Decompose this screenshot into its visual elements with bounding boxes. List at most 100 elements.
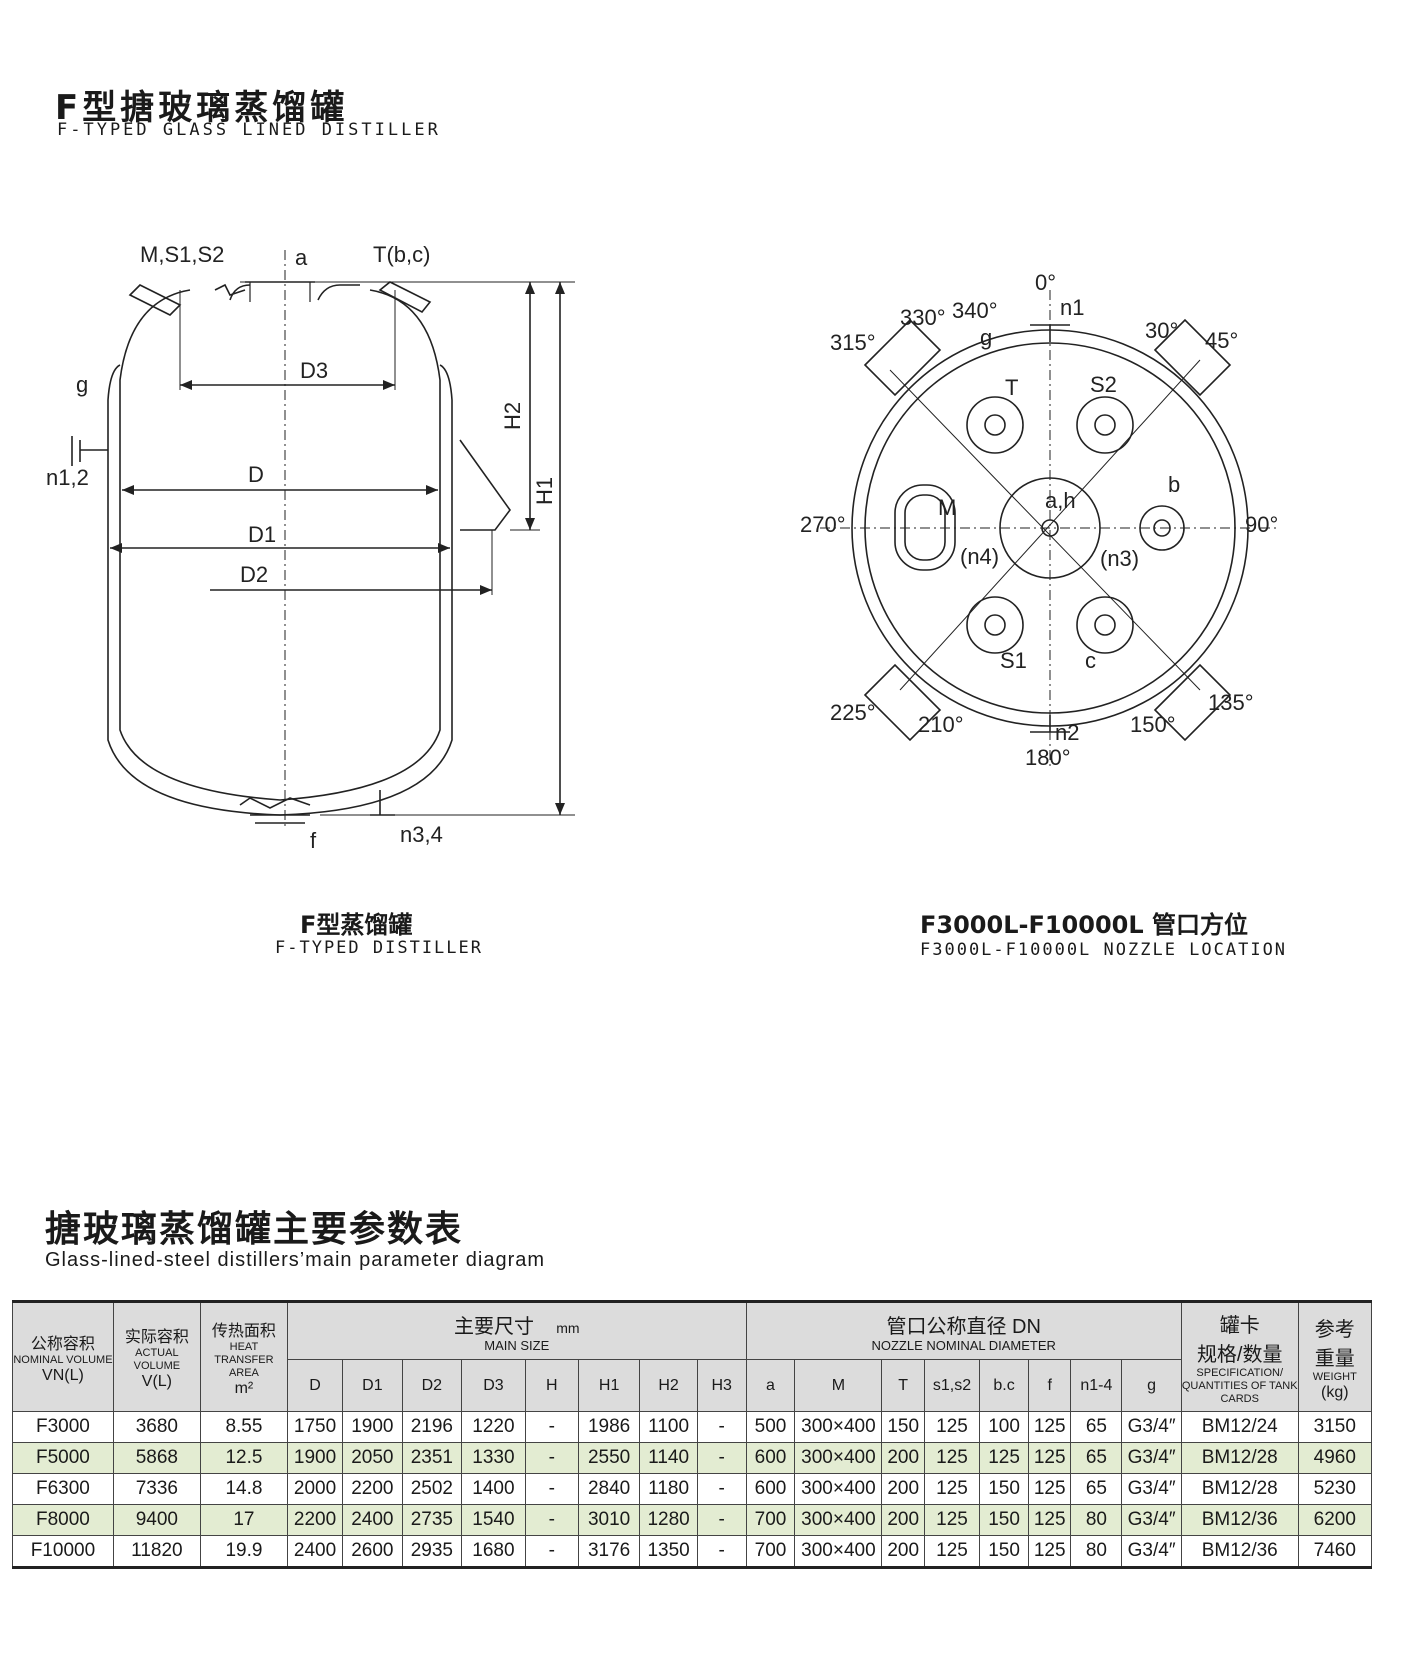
table-cell: 200 — [881, 1504, 925, 1536]
table-cell: 2550 — [577, 1442, 641, 1474]
table-cell: 7336 — [112, 1473, 201, 1505]
label-h1: H1 — [532, 477, 557, 505]
subheader-size-7: H3 — [696, 1359, 747, 1412]
subheader-nozzle-4: b.c — [979, 1359, 1029, 1412]
table-cell: 2200 — [286, 1504, 344, 1536]
table-cell: 125 — [923, 1411, 981, 1443]
table-cell: 3680 — [112, 1411, 201, 1443]
label-d3: D3 — [300, 358, 328, 383]
header-main-size: 主要尺寸 mm MAIN SIZE — [286, 1301, 747, 1360]
table-cell: 300×400 — [794, 1535, 883, 1568]
table-cell: 5868 — [112, 1442, 201, 1474]
table-cell: G3/4″ — [1121, 1473, 1182, 1505]
jacket-outline — [107, 400, 453, 816]
subheader-size-5: H1 — [577, 1359, 641, 1412]
table-cell: BM12/28 — [1180, 1473, 1299, 1505]
table-cell: BM12/36 — [1180, 1504, 1299, 1536]
label-deg0: 0° — [1035, 270, 1056, 295]
table-title-en: Glass-lined-steel distillers’main parame… — [45, 1249, 546, 1271]
table-cell: BM12/24 — [1180, 1411, 1299, 1443]
table-cell: - — [696, 1473, 747, 1505]
header-weight: 参考 重量 WEIGHT (kg) — [1297, 1301, 1373, 1412]
label-f: f — [310, 828, 317, 853]
table-cell: 1750 — [286, 1411, 344, 1443]
label-n34: n3,4 — [400, 822, 443, 847]
table-cell: 1986 — [577, 1411, 641, 1443]
table-cell: 125 — [979, 1442, 1029, 1474]
subheader-nozzle-2: T — [881, 1359, 925, 1412]
table-cell: 1330 — [461, 1442, 526, 1474]
nozzle-s1-circle — [966, 596, 1024, 654]
table-cell: 1350 — [639, 1535, 698, 1568]
table-cell: 200 — [881, 1473, 925, 1505]
table-cell: 125 — [923, 1504, 981, 1536]
table-cell: 3176 — [577, 1535, 641, 1568]
table-cell: 600 — [745, 1473, 796, 1505]
table-cell: 2050 — [342, 1442, 403, 1474]
table-cell: 1180 — [639, 1473, 698, 1505]
label-deg45: 45° — [1205, 328, 1238, 353]
table-cell: 9400 — [112, 1504, 201, 1536]
label-d: D — [248, 462, 264, 487]
table-cell: - — [696, 1442, 747, 1474]
header-nozzle-diameter: 管口公称直径 DN NOZZLE NOMINAL DIAMETER — [745, 1301, 1182, 1360]
right-caption-cn: F3000L-F10000L 管口方位 — [920, 911, 1248, 939]
table-cell: F6300 — [12, 1473, 114, 1505]
label-deg135: 135° — [1208, 690, 1254, 715]
right-caption-en: F3000L-F10000L NOZZLE LOCATION — [920, 940, 1288, 960]
label-d1: D1 — [248, 522, 276, 547]
table-cell: F3000 — [12, 1411, 114, 1443]
label-n1: n1 — [1060, 295, 1084, 320]
table-cell: G3/4″ — [1121, 1504, 1182, 1536]
table-cell: BM12/36 — [1180, 1535, 1299, 1568]
table-cell: 12.5 — [199, 1442, 288, 1474]
table-cell: 2502 — [401, 1473, 463, 1505]
table-cell: 2840 — [577, 1473, 641, 1505]
lug-315 — [863, 318, 942, 397]
table-cell: 65 — [1070, 1473, 1123, 1505]
label-m: M — [938, 495, 956, 520]
header-nominal-volume: 公称容积 NOMINAL VOLUME VN(L) — [12, 1301, 114, 1412]
nozzle-left-flange — [128, 284, 182, 316]
left-caption-en: F-TYPED DISTILLER — [275, 938, 483, 958]
table-cell: 65 — [1070, 1411, 1123, 1443]
table-cell: 80 — [1070, 1535, 1123, 1568]
table-cell: 125 — [1027, 1504, 1072, 1536]
table-cell: 1540 — [461, 1504, 526, 1536]
label-n4: (n4) — [960, 544, 999, 569]
nozzle-n2 — [1030, 715, 1070, 733]
label-deg315: 315° — [830, 330, 876, 355]
table-cell: 700 — [745, 1535, 796, 1568]
nozzle-location-drawing: 0° n1 330° 340° g 315° T S2 30° 45° b 27… — [800, 270, 1280, 770]
table-cell: 100 — [979, 1411, 1029, 1443]
table-cell: 500 — [745, 1411, 796, 1443]
label-deg210: 210° — [918, 712, 964, 737]
table-cell: 7460 — [1297, 1535, 1373, 1568]
label-n2: n2 — [1055, 720, 1079, 745]
nozzle-right-flange — [378, 281, 432, 314]
header-heat-transfer: 传热面积 HEAT TRANSFER AREA m² — [199, 1301, 288, 1412]
table-cell: 6200 — [1297, 1504, 1373, 1536]
table-cell: - — [524, 1535, 579, 1568]
subheader-size-6: H2 — [639, 1359, 698, 1412]
parameter-table: 公称容积 NOMINAL VOLUME VN(L) 实际容积 ACTUAL VO… — [12, 1300, 1373, 1569]
table-cell: 1680 — [461, 1535, 526, 1568]
subheader-nozzle-6: n1-4 — [1070, 1359, 1123, 1412]
side-nozzle-n12 — [71, 436, 108, 466]
table-cell: G3/4″ — [1121, 1411, 1182, 1443]
table-cell: - — [524, 1442, 579, 1474]
table-cell: 150 — [979, 1535, 1029, 1568]
label-s2: S2 — [1090, 372, 1117, 397]
label-b: b — [1168, 472, 1180, 497]
label-deg340: 340° — [952, 298, 998, 323]
label-deg180: 180° — [1025, 745, 1071, 770]
table-cell: 17 — [199, 1504, 288, 1536]
label-d2: D2 — [240, 562, 268, 587]
label-top-left: M,S1,S2 — [140, 242, 224, 267]
lug-135 — [1153, 663, 1232, 742]
subheader-size-0: D — [286, 1359, 344, 1412]
table-cell: 300×400 — [794, 1442, 883, 1474]
table-cell: 150 — [979, 1504, 1029, 1536]
table-cell: G3/4″ — [1121, 1535, 1182, 1568]
